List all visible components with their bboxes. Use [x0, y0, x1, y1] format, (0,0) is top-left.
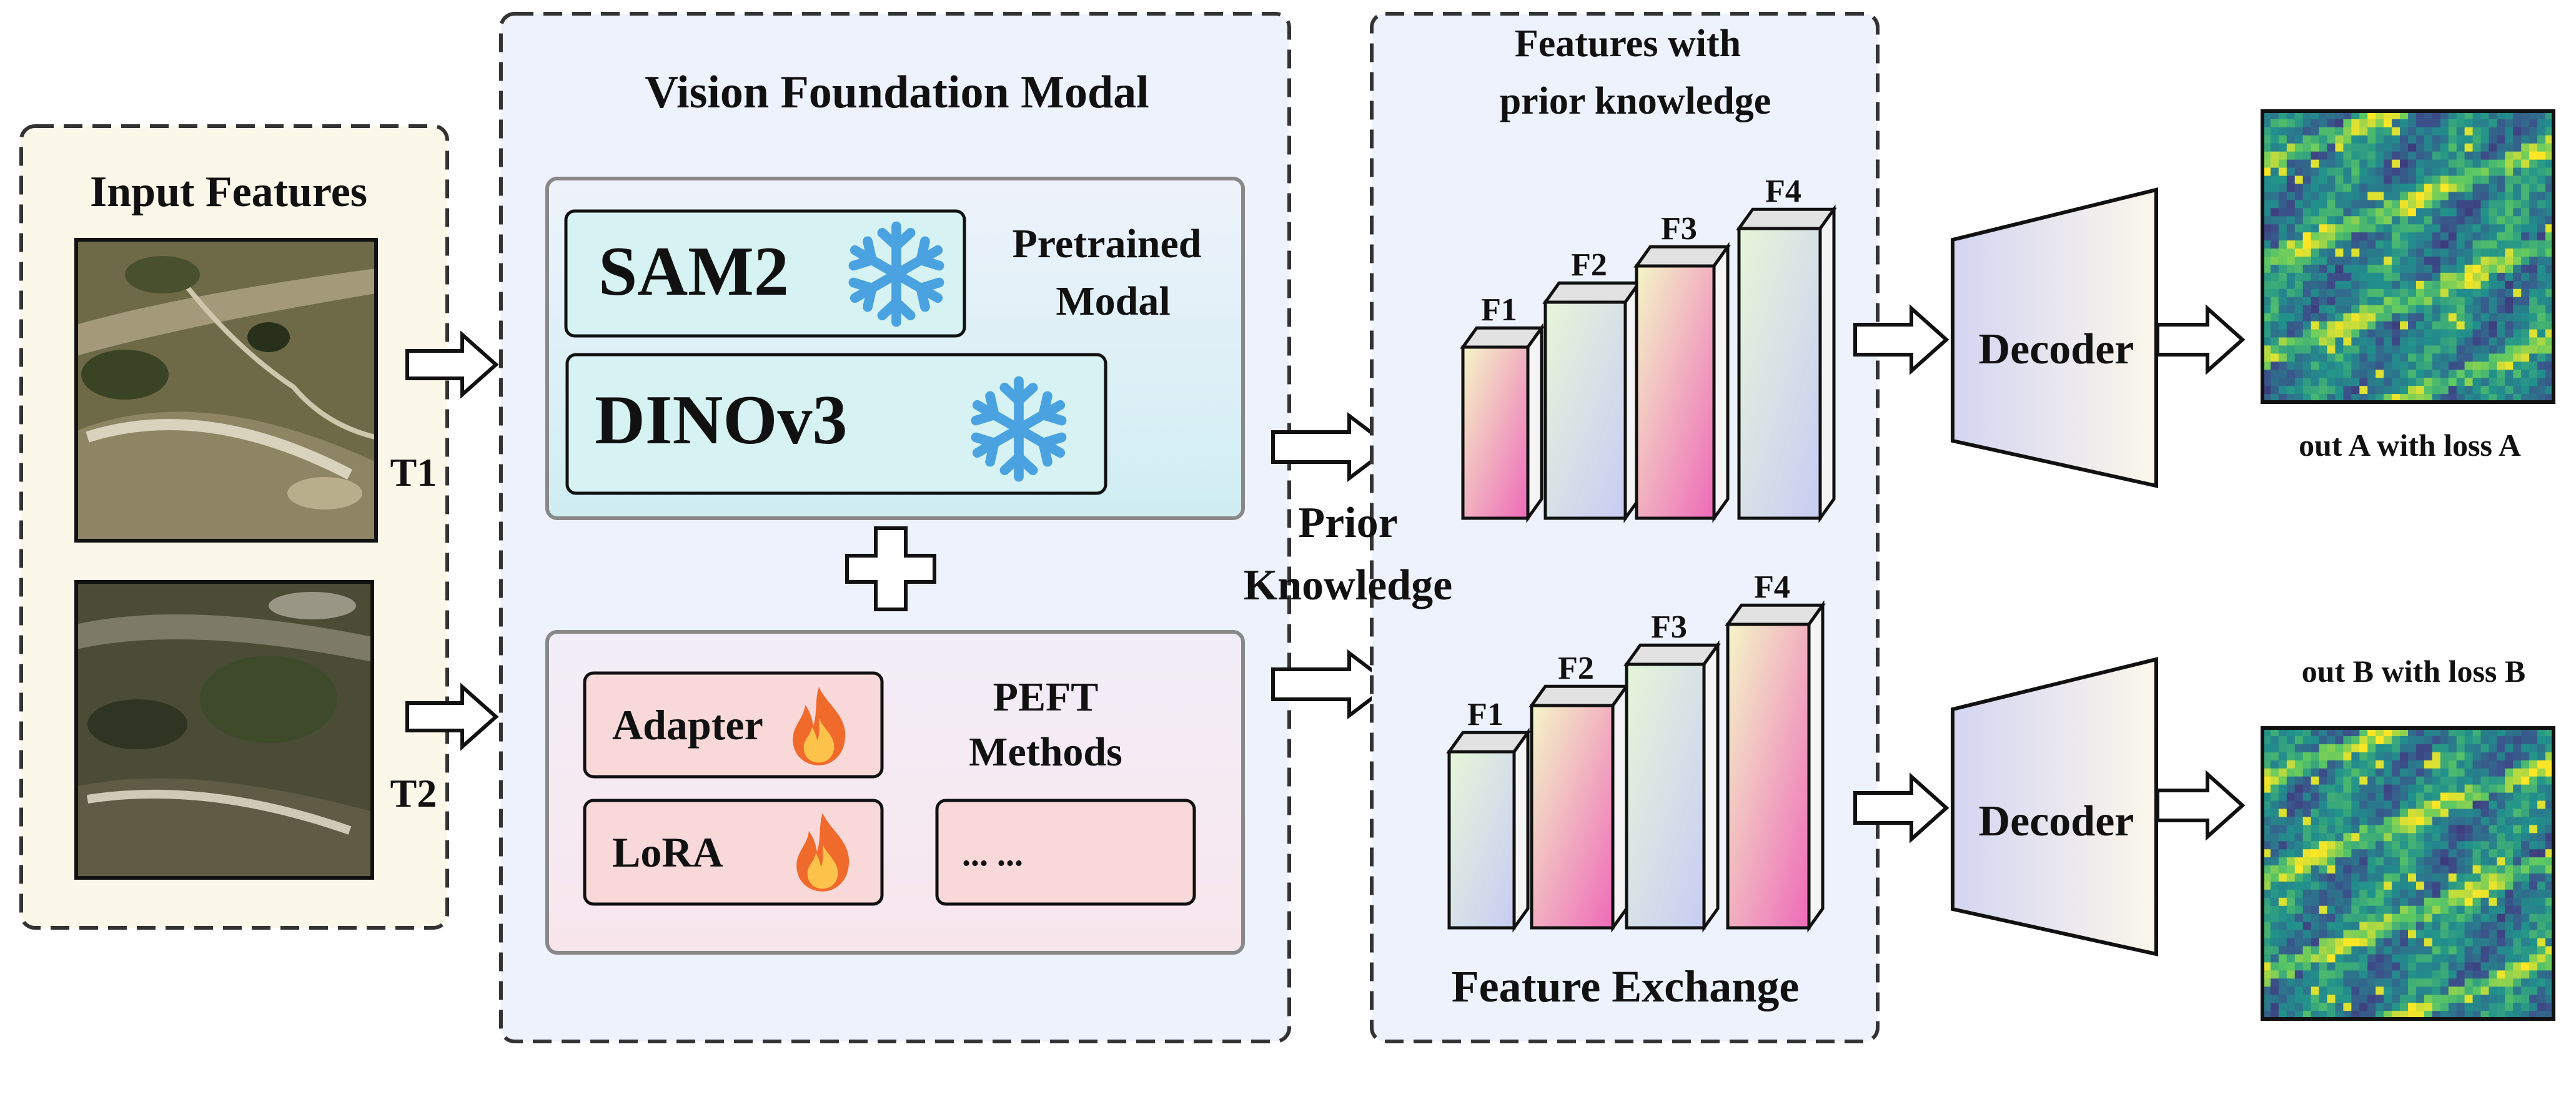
output-b-caption: out B with loss B [2302, 654, 2525, 689]
feature-label-f3: F3 [1651, 609, 1687, 645]
decoder-bottom-label: Decoder [1979, 797, 2134, 845]
bottom-feature-bars: F1 F2 F3 F4 [1446, 569, 1826, 933]
arrow-t2-to-vfm [405, 682, 499, 751]
output-map-b [2262, 728, 2554, 1019]
input-image-t1 [76, 240, 376, 541]
feature-label-f2: F2 [1558, 651, 1594, 686]
output-map-a [2262, 111, 2554, 402]
feature-bar-f1 [1446, 727, 1531, 933]
pretrained-label-line2: Modal [1056, 278, 1170, 324]
feature-label-f1: F1 [1481, 292, 1517, 328]
lora-label: LoRA [612, 829, 723, 876]
dinov3-box [565, 353, 1107, 495]
arrow-vfm-to-features-bottom [1271, 649, 1394, 720]
other-methods-label: ... ... [962, 835, 1023, 873]
plus-icon [845, 526, 936, 611]
feature-bar-f3 [1633, 242, 1731, 523]
feature-label-f4: F4 [1765, 174, 1801, 209]
input-image-t2 [76, 582, 372, 878]
features-title-line2: prior knowledge [1500, 80, 1771, 122]
feature-exchange-title: Feature Exchange [1452, 962, 1800, 1011]
prior-knowledge-line2: Knowledge [1244, 561, 1452, 609]
feature-label-f3: F3 [1661, 211, 1697, 247]
output-a-caption: out A with loss A [2299, 428, 2521, 463]
features-title-line1: Features with [1515, 22, 1741, 65]
feature-bar-f4 [1736, 204, 1837, 523]
feature-label-f1: F1 [1467, 697, 1503, 732]
feature-bar-f1 [1460, 323, 1545, 523]
arrow-features-to-decoder-top [1853, 304, 1949, 375]
output-map-a-frame [2261, 109, 2555, 404]
vfm-title: Vision Foundation Modal [645, 67, 1149, 118]
input-image-t2-frame [74, 580, 374, 880]
feature-bar-f2 [1528, 681, 1630, 933]
peft-label-line2: Methods [969, 729, 1122, 775]
feature-bar-f3 [1623, 640, 1721, 933]
top-feature-bars: F1 F2 F3 F4 [1460, 174, 1837, 523]
input-image-t1-frame [74, 238, 378, 543]
output-map-b-frame [2261, 726, 2555, 1021]
feature-bar-f2 [1542, 278, 1642, 523]
decoder-bottom [1951, 657, 2158, 957]
pretrained-label-line1: Pretrained [1012, 221, 1201, 267]
feature-bar-f4 [1725, 600, 1826, 933]
prior-knowledge-line1: Prior [1298, 499, 1397, 547]
decoder-top-label: Decoder [1979, 325, 2134, 373]
arrow-t1-to-vfm [405, 330, 499, 399]
feature-label-f2: F2 [1571, 247, 1607, 283]
peft-label-line1: PEFT [993, 674, 1099, 720]
feature-label-f4: F4 [1754, 569, 1790, 605]
arrow-decoder-to-output-top [2156, 304, 2246, 375]
adapter-label: Adapter [612, 701, 763, 749]
dinov3-label: DINOv3 [595, 381, 847, 459]
t2-label: T2 [390, 771, 437, 815]
other-methods-box [935, 799, 1196, 906]
sam2-label: SAM2 [598, 233, 789, 310]
arrow-features-to-decoder-bottom [1853, 772, 1949, 844]
arrow-decoder-to-output-bottom [2156, 770, 2246, 841]
decoder-top [1951, 187, 2158, 488]
t1-label: T1 [390, 450, 437, 494]
input-features-title: Input Features [90, 168, 367, 216]
